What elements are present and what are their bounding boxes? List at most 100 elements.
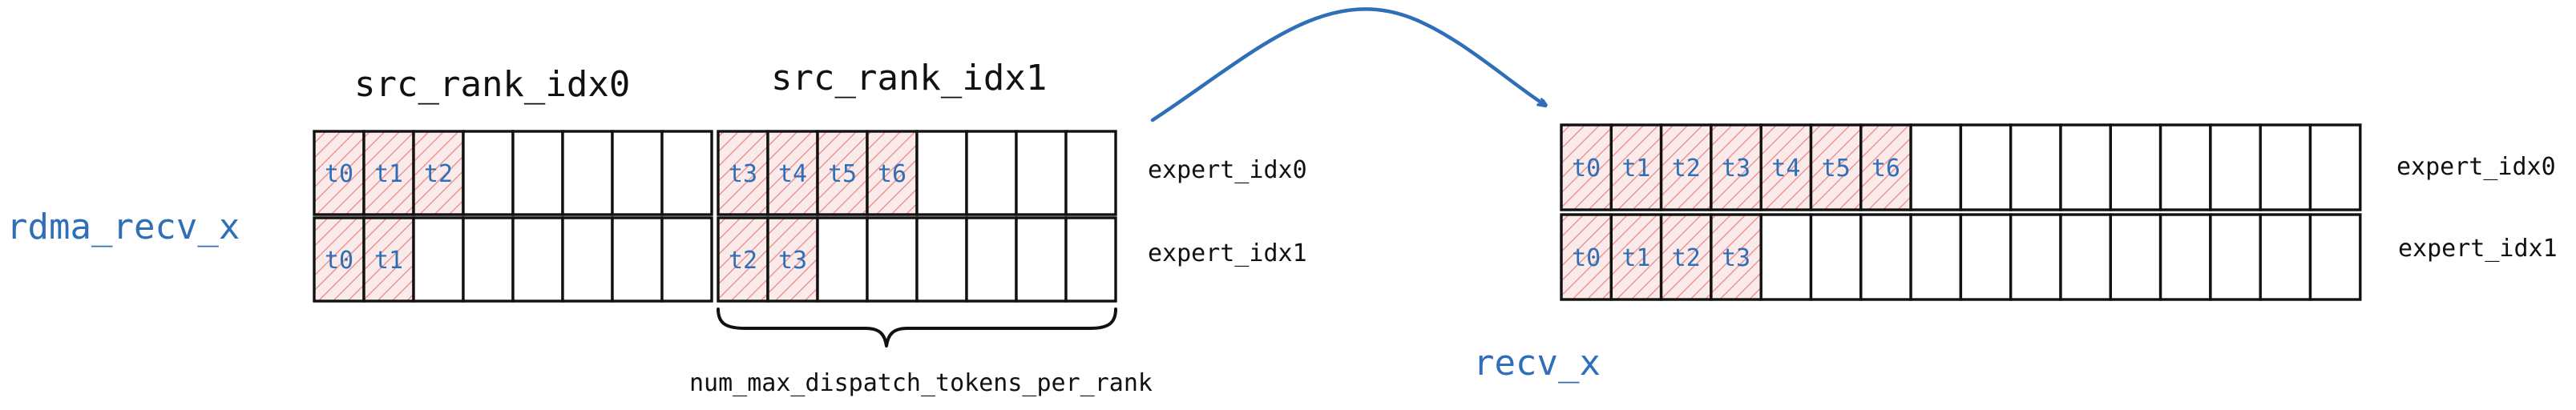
rank1-expert0-slot-0	[717, 130, 769, 216]
transfer-arrow	[1150, 7, 1544, 123]
rank0-expert0-token-1: t1	[374, 160, 403, 188]
recv-expert1-slot-8	[1959, 213, 2013, 301]
recv-expert0-slot-11	[2109, 123, 2162, 211]
rank0-expert1-slot-2	[412, 216, 465, 303]
recv-expert0-slot-14	[2259, 123, 2312, 211]
recv-expert0-slot-2	[1659, 123, 1713, 211]
recv-expert1-slot-11	[2109, 213, 2162, 301]
rank0-expert0-slot-5	[561, 130, 614, 216]
recv-expert1-slot-10	[2059, 213, 2112, 301]
recv-expert0-slot-7	[1909, 123, 1963, 211]
recv-expert0-slot-0	[1560, 123, 1613, 211]
recv-expert0-token-4: t4	[1771, 155, 1800, 183]
rank0-expert0-row: t0 t1 t2	[313, 130, 713, 216]
rank1-expert1-slot-5	[965, 216, 1018, 303]
recv-expert1-slot-3	[1710, 213, 1762, 301]
recv-expert1-slot-0	[1560, 213, 1613, 301]
rank1-expert1-slot-3	[866, 216, 919, 303]
recv-expert0-slot-4	[1759, 123, 1813, 211]
src-rank-idx1-title: src_rank_idx1	[771, 58, 1047, 98]
recv-expert1-slot-14	[2259, 213, 2312, 301]
recv-expert0-slot-13	[2209, 123, 2262, 211]
rank1-expert0-token-1: t4	[778, 160, 807, 188]
rank0-expert0-slot-6	[611, 130, 664, 216]
brace-caption: num_max_dispatch_tokens_per_rank	[689, 369, 1153, 397]
rank1-expert0-token-2: t5	[828, 160, 857, 188]
recv-expert0-slot-10	[2059, 123, 2112, 211]
recv-expert0-token-3: t3	[1722, 155, 1750, 183]
rank0-expert1-slot-3	[462, 216, 515, 303]
rdma-recv-x-label: rdma_recv_x	[6, 207, 240, 247]
recv-expert1-token-0: t0	[1572, 244, 1601, 272]
rank1-expert0-slot-7	[1064, 130, 1117, 216]
recv-expert1-slot-15	[2308, 213, 2362, 301]
recv-expert0-token-2: t2	[1672, 155, 1701, 183]
recv-expert1-slot-6	[1859, 213, 1912, 301]
rank0-expert0-token-0: t0	[325, 160, 353, 188]
recv-expert1-token-3: t3	[1722, 244, 1750, 272]
buffer-cells: t0 t1 t2 t0 t1 t3 t4 t5 t6 t2 t3 t0 t1 t2 t3 t4 t5 t6 t0 t1…	[313, 123, 2362, 303]
rank0-expert0-slot-4	[511, 130, 564, 216]
rank1-expert0-slot-3	[866, 130, 919, 216]
rank0-expert1-slot-4	[511, 216, 564, 303]
recv-expert0-slot-5	[1809, 123, 1863, 211]
left-row-label-expert0: expert_idx0	[1148, 156, 1307, 184]
rank0-expert0-slot-0	[313, 130, 365, 216]
recv-expert0-slot-1	[1609, 123, 1663, 211]
rank1-expert0-slot-2	[816, 130, 869, 216]
recv-expert1-slot-12	[2158, 213, 2212, 301]
rank0-expert0-slot-3	[462, 130, 515, 216]
recv-expert1-token-2: t2	[1672, 244, 1701, 272]
rank1-expert1-slot-0	[717, 216, 769, 303]
recv-expert1-slot-5	[1809, 213, 1863, 301]
recv-expert0-row: t0 t1 t2 t3 t4 t5 t6	[1560, 123, 2362, 211]
rank1-expert1-row: t2 t3	[717, 216, 1117, 303]
right-row-label-expert1: expert_idx1	[2398, 235, 2558, 263]
recv-expert1-slot-13	[2209, 213, 2262, 301]
recv-expert0-token-0: t0	[1572, 155, 1601, 183]
rank0-expert1-slot-5	[561, 216, 614, 303]
src-rank-idx0-title: src_rank_idx0	[354, 64, 630, 105]
recv-expert0-slot-8	[1959, 123, 2013, 211]
rank0-expert0-slot-1	[362, 130, 415, 216]
rank1-expert0-slot-5	[965, 130, 1018, 216]
rank0-expert1-token-1: t1	[374, 247, 403, 275]
rank0-expert0-slot-2	[412, 130, 465, 216]
recv-expert1-slot-9	[2009, 213, 2062, 301]
recv-expert0-token-6: t6	[1871, 155, 1900, 183]
recv-expert1-slot-2	[1659, 213, 1713, 301]
recv-expert1-row: t0 t1 t2 t3	[1560, 213, 2362, 301]
left-row-label-expert1: expert_idx1	[1148, 239, 1307, 267]
rank0-expert1-slot-1	[362, 216, 415, 303]
recv-expert0-token-5: t5	[1822, 155, 1851, 183]
recv-expert1-token-1: t1	[1621, 244, 1650, 272]
rank1-expert0-token-0: t3	[729, 160, 757, 188]
recv-expert0-slot-15	[2308, 123, 2362, 211]
recv-expert0-slot-12	[2158, 123, 2212, 211]
rank1-expert1-slot-4	[915, 216, 968, 303]
recv-expert0-slot-9	[2009, 123, 2062, 211]
tokens-per-rank-brace	[717, 308, 1117, 348]
rank0-expert0-token-2: t2	[424, 160, 453, 188]
rank1-expert1-slot-7	[1064, 216, 1117, 303]
rank1-expert1-token-0: t2	[729, 247, 757, 275]
recv-expert0-token-1: t1	[1621, 155, 1650, 183]
rank0-expert1-slot-6	[611, 216, 664, 303]
rank1-expert0-slot-1	[766, 130, 819, 216]
right-row-label-expert0: expert_idx0	[2396, 153, 2556, 181]
rank1-expert1-slot-6	[1015, 216, 1068, 303]
recv-x-label: recv_x	[1473, 343, 1601, 384]
recv-expert1-slot-4	[1759, 213, 1813, 301]
rank1-expert0-slot-6	[1015, 130, 1068, 216]
recv-expert1-slot-7	[1909, 213, 1963, 301]
rank0-expert1-row: t0 t1	[313, 216, 713, 303]
rank1-expert0-slot-4	[915, 130, 968, 216]
rank0-expert0-slot-7	[660, 130, 713, 216]
rank1-expert0-token-3: t6	[878, 160, 906, 188]
rank1-expert1-token-1: t3	[778, 247, 807, 275]
recv-expert1-slot-1	[1609, 213, 1663, 301]
rank1-expert0-row: t3 t4 t5 t6	[717, 130, 1117, 216]
rank0-expert1-token-0: t0	[325, 247, 353, 275]
